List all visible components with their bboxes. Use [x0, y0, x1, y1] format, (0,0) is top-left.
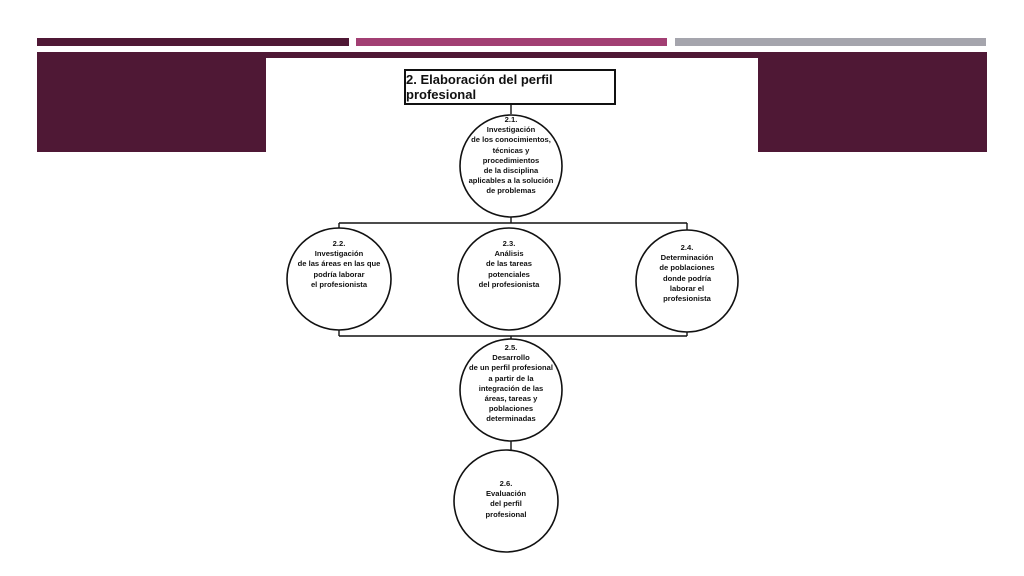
- node-2-6-circle: [453, 449, 559, 553]
- node-2-2-label: 2.2. Investigación de las áreas en las q…: [297, 239, 381, 289]
- diagram-title: 2. Elaboración del perfil profesional: [404, 69, 616, 105]
- node-2-4-label: 2.4. Determinación de poblaciones donde …: [659, 243, 715, 304]
- node-2-3-circle: [457, 227, 561, 331]
- node-2-4-circle: [635, 229, 739, 333]
- node-2-6-label: 2.6. Evaluación del perfil profesional: [485, 479, 527, 519]
- node-2-5-circle: [459, 338, 563, 442]
- accent-bar-dark: [37, 38, 349, 46]
- accent-bar-magenta: [356, 38, 667, 46]
- node-2-2-circle: [286, 227, 392, 331]
- node-2-1-circle: [459, 114, 563, 218]
- node-2-5-label: 2.5. Desarrollo de un perfil profesional…: [469, 343, 553, 424]
- accent-bar-gray: [675, 38, 986, 46]
- node-2-1-label: 2.1. Investigación de los conocimientos,…: [468, 115, 554, 196]
- node-2-3-label: 2.3. Análisis de las tareas potenciales …: [478, 239, 540, 289]
